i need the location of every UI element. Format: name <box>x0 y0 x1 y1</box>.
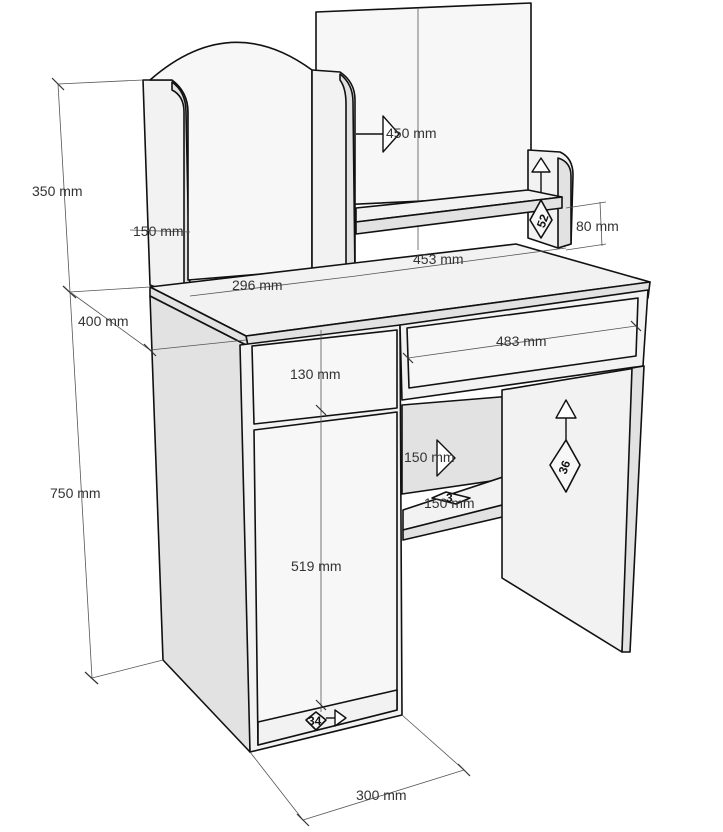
shelf-tag-number: 3 <box>446 491 453 505</box>
label-total-height: 750 mm <box>50 485 101 501</box>
label-drawer-height: 130 mm <box>290 366 341 382</box>
leg-tag-number: 36 <box>556 458 574 476</box>
leg-tag-shape <box>549 439 581 493</box>
label-inner-shelf-height: 150 mm <box>404 449 455 465</box>
label-inner-shelf-depth: 150 mm <box>424 495 475 511</box>
label-hutch-width: 453 mm <box>413 251 464 267</box>
right-drawer <box>399 289 649 401</box>
label-mirror-width: 450 mm <box>386 125 437 141</box>
desk-top <box>149 243 651 347</box>
label-mirror-height: 350 mm <box>32 183 83 199</box>
label-side-panel-width: 150 mm <box>133 223 184 239</box>
door-tag-number: 34 <box>308 714 322 728</box>
label-cabinet-width: 300 mm <box>356 787 407 803</box>
left-arched-side-panel <box>142 79 191 301</box>
label-hutch-left-width: 296 mm <box>232 277 283 293</box>
hutch-tag-number: 52 <box>534 212 552 230</box>
dimension-lines <box>51 77 642 827</box>
label-depth: 400 mm <box>78 313 129 329</box>
label-drawer-width: 483 mm <box>496 333 547 349</box>
hutch-shelf <box>355 189 563 235</box>
shelf-tag-shape <box>431 491 471 505</box>
label-door-height: 519 mm <box>291 558 342 574</box>
hutch-tag-shape <box>529 199 553 239</box>
desk-left-side <box>149 295 251 753</box>
right-leg-panel <box>501 365 645 653</box>
door-tag-group <box>305 709 347 731</box>
cabinet-drawer <box>251 329 398 425</box>
kneehole-arrow-icon <box>436 439 456 477</box>
label-shelf-depth: 80 mm <box>576 218 619 234</box>
